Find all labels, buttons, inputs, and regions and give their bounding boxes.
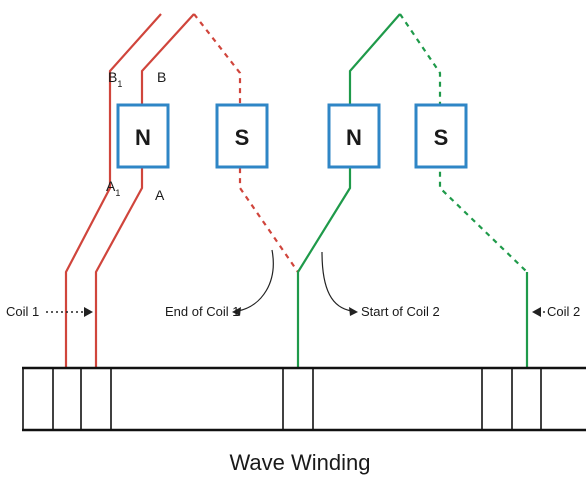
pole-s2: S (414, 103, 468, 169)
pole-n2-letter: N (346, 125, 362, 150)
coil1-conductor-a1b1 (64, 13, 162, 368)
pole-s2-letter: S (434, 125, 449, 150)
start-coil2-arrowhead (349, 307, 358, 316)
end-of-coil1-label: End of Coil 1 (165, 304, 239, 319)
coil1-label: Coil 1 (6, 304, 39, 319)
pole-n1: N (116, 103, 170, 169)
pole-s1-letter: S (235, 125, 250, 150)
coil2-label: Coil 2 (547, 304, 580, 319)
diagram-caption: Wave Winding (229, 450, 370, 475)
coil1-conductor-ab (94, 13, 195, 368)
pole-s1: S (215, 103, 269, 169)
end-coil1-arrowhead (232, 307, 241, 316)
terminal-a1-label: A1 (106, 178, 120, 198)
commutator-bar (22, 366, 586, 432)
pole-n1-letter: N (135, 125, 151, 150)
end-coil1-arrow (237, 249, 274, 312)
coil2-arrowhead (532, 307, 541, 317)
pole-n2: N (327, 103, 381, 169)
start-coil2-arrow (321, 251, 353, 312)
start-of-coil2-label: Start of Coil 2 (361, 304, 440, 319)
terminal-b-label: B (157, 69, 166, 85)
coil2-conductor (296, 13, 401, 368)
coil1-arrowhead (84, 307, 93, 317)
terminal-a-label: A (155, 187, 165, 203)
terminal-b1-label: B1 (108, 69, 122, 89)
